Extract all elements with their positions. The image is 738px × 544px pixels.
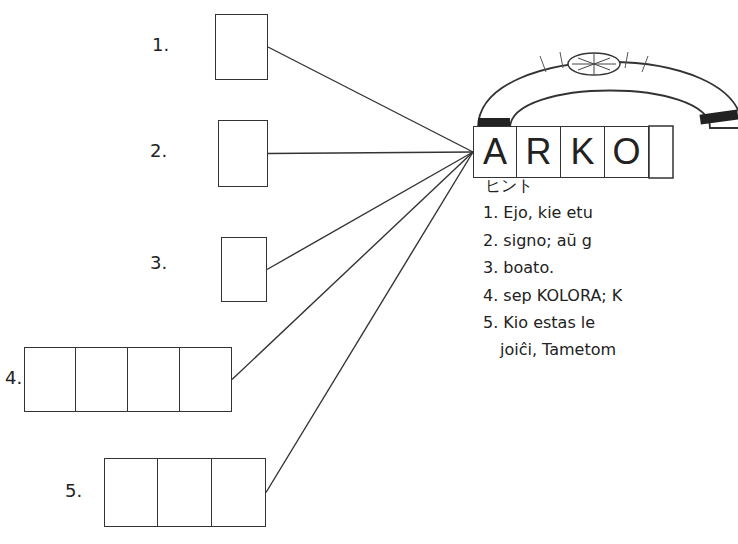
letter-box-row: ARKO <box>473 126 649 178</box>
letter-cell: A <box>473 126 517 178</box>
letter-cell <box>24 347 76 412</box>
cell-row <box>24 347 232 412</box>
letter-cell <box>221 237 267 302</box>
cell-row <box>221 237 267 302</box>
letter: K <box>570 131 594 173</box>
answer-box: 1. <box>215 14 268 80</box>
hint-line: joiĉi, Tametom <box>500 340 616 359</box>
arch-ornament <box>568 53 620 75</box>
cell-row <box>218 120 268 187</box>
hint-line: 1. Ejo, kie etu <box>483 203 593 222</box>
arch-ornament-hatch <box>572 54 616 74</box>
callout-number: 3. <box>150 252 167 273</box>
answer-box: 5. <box>104 458 266 527</box>
cell-row <box>215 14 268 80</box>
answer-box: 3. <box>221 237 267 302</box>
hint-heading: ヒント <box>485 176 533 197</box>
letter-cell <box>104 458 158 527</box>
answer-box: 4. <box>24 347 232 412</box>
letter: O <box>612 131 640 173</box>
hint-line: 2. signo; aŭ g <box>483 231 592 250</box>
callout-number: 4. <box>5 367 22 388</box>
connector-line <box>267 152 473 270</box>
hint-line: 4. sep KOLORA; K <box>483 286 622 305</box>
arch-hatch <box>540 52 648 72</box>
connector-line <box>268 47 473 152</box>
letter-cell <box>212 458 266 527</box>
callout-number: 1. <box>152 34 169 55</box>
connector-line <box>268 152 473 154</box>
letter-cell: R <box>517 126 561 178</box>
cell-row <box>104 458 266 527</box>
letter-cell <box>215 14 268 80</box>
cell-row: ARKO <box>473 126 649 178</box>
partial-cell <box>649 126 673 178</box>
letter-cell <box>128 347 180 412</box>
letter-cell <box>218 120 268 187</box>
callout-number: 5. <box>65 480 82 501</box>
letter: A <box>483 131 507 173</box>
letter-cell <box>76 347 128 412</box>
connector-line <box>232 152 473 380</box>
hint-line: 5. Kio estas le <box>483 313 595 332</box>
arch-band <box>699 109 738 124</box>
letter-cell: K <box>561 126 605 178</box>
connector-line <box>266 152 473 493</box>
callout-number: 2. <box>150 140 167 161</box>
letter: R <box>526 131 552 173</box>
hint-line: 3. boato. <box>483 258 554 277</box>
letter-cell <box>180 347 232 412</box>
letter-cell <box>158 458 212 527</box>
letter-cell: O <box>605 126 649 178</box>
answer-box: 2. <box>218 120 268 187</box>
